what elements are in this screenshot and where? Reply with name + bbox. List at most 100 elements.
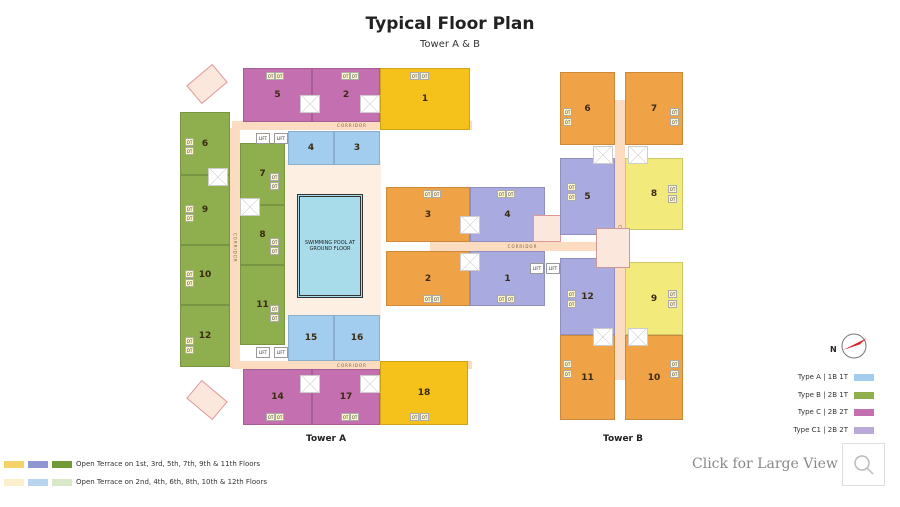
fire-stair	[186, 63, 228, 105]
unit-b9[interactable]: 9	[625, 262, 683, 335]
unit-m1[interactable]: 1	[470, 251, 545, 306]
legend-swatch	[52, 460, 72, 468]
open-terrace: OT	[266, 413, 275, 421]
open-terrace: OT	[185, 214, 194, 222]
corridor: CORRIDOR	[430, 242, 615, 251]
lift: LIFT	[274, 347, 288, 358]
unit-a15[interactable]: 15	[288, 315, 334, 361]
shaft-void	[240, 198, 260, 216]
shaft-void	[593, 146, 613, 164]
open-terrace: OT	[270, 182, 279, 190]
open-terrace: OT	[423, 190, 432, 198]
terrace-legend-item: Open Terrace on 2nd, 4th, 6th, 8th, 10th…	[4, 478, 267, 486]
legend-swatch	[52, 478, 72, 486]
open-terrace: OT	[270, 238, 279, 246]
unit-b10[interactable]: 10	[625, 335, 683, 420]
open-terrace: OT	[185, 346, 194, 354]
type-swatch	[854, 391, 874, 399]
open-terrace: OT	[266, 72, 275, 80]
open-terrace: OT	[270, 305, 279, 313]
open-terrace: OT	[567, 290, 576, 298]
open-terrace: OT	[420, 72, 429, 80]
type-label: Type A | 1B 1T	[797, 373, 848, 381]
lift: LIFT	[274, 133, 288, 144]
lift: LIFT	[256, 347, 270, 358]
open-terrace: OT	[563, 118, 572, 126]
fire-stair	[533, 215, 561, 242]
legend-label: Open Terrace on 2nd, 4th, 6th, 8th, 10th…	[76, 478, 267, 486]
open-terrace: OT	[350, 413, 359, 421]
corridor: CORRIDOR	[230, 128, 240, 368]
swimming-pool: SWIMMING POOL AT GROUND FLOOR	[297, 194, 363, 298]
shaft-void	[300, 375, 320, 393]
type-swatch	[854, 426, 874, 434]
open-terrace: OT	[670, 360, 679, 368]
type-swatch	[854, 408, 874, 416]
compass-label: N	[830, 345, 837, 354]
open-terrace: OT	[410, 413, 419, 421]
open-terrace: OT	[432, 295, 441, 303]
open-terrace: OT	[668, 300, 677, 308]
large-view-link[interactable]: Click for Large View	[692, 456, 838, 472]
open-terrace: OT	[563, 370, 572, 378]
open-terrace: OT	[185, 205, 194, 213]
open-terrace: OT	[275, 72, 284, 80]
corridor: CORRIDOR	[232, 361, 472, 369]
shaft-void	[593, 328, 613, 346]
open-terrace: OT	[670, 370, 679, 378]
shaft-void	[460, 216, 480, 234]
type-legend-item: Type C | 2B 2T	[798, 408, 874, 416]
open-terrace: OT	[185, 138, 194, 146]
open-terrace: OT	[341, 72, 350, 80]
corridor: CORRIDOR	[232, 121, 472, 130]
open-terrace: OT	[270, 314, 279, 322]
open-terrace: OT	[668, 290, 677, 298]
open-terrace: OT	[670, 118, 679, 126]
open-terrace: OT	[668, 185, 677, 193]
unit-a16[interactable]: 16	[334, 315, 380, 361]
type-label: Type C1 | 2B 2T	[793, 426, 848, 434]
type-swatch	[854, 373, 874, 381]
open-terrace: OT	[185, 279, 194, 287]
type-legend-item: Type A | 1B 1T	[798, 373, 874, 381]
terrace-legend-item: Open Terrace on 1st, 3rd, 5th, 7th, 9th …	[4, 460, 260, 468]
shaft-void	[628, 146, 648, 164]
open-terrace: OT	[567, 300, 576, 308]
refuge-area	[596, 228, 630, 268]
shaft-void	[460, 253, 480, 271]
open-terrace: OT	[567, 183, 576, 191]
unit-b8[interactable]: 8	[625, 158, 683, 230]
open-terrace: OT	[270, 173, 279, 181]
unit-a3[interactable]: 3	[334, 131, 380, 165]
open-terrace: OT	[275, 413, 284, 421]
open-terrace: OT	[432, 190, 441, 198]
search-icon	[853, 454, 874, 475]
open-terrace: OT	[270, 247, 279, 255]
legend-swatch	[28, 460, 48, 468]
open-terrace: OT	[563, 108, 572, 116]
open-terrace: OT	[497, 295, 506, 303]
lift: LIFT	[530, 263, 544, 274]
open-terrace: OT	[185, 337, 194, 345]
lift: LIFT	[256, 133, 270, 144]
open-terrace: OT	[185, 147, 194, 155]
page-title: Typical Floor Plan	[365, 14, 535, 34]
open-terrace: OT	[497, 190, 506, 198]
open-terrace: OT	[341, 413, 350, 421]
open-terrace: OT	[420, 413, 429, 421]
open-terrace: OT	[506, 190, 515, 198]
compass-icon	[840, 332, 868, 360]
open-terrace: OT	[668, 195, 677, 203]
legend-swatch	[4, 478, 24, 486]
shaft-void	[628, 328, 648, 346]
type-label: Type B | 2B 1T	[797, 391, 848, 399]
type-legend-item: Type C1 | 2B 2T	[793, 426, 874, 434]
open-terrace: OT	[567, 193, 576, 201]
type-label: Type C | 2B 2T	[797, 408, 848, 416]
unit-a12[interactable]: 12	[180, 305, 230, 367]
shaft-void	[360, 375, 380, 393]
zoom-button[interactable]	[842, 443, 885, 486]
unit-a4[interactable]: 4	[288, 131, 334, 165]
open-terrace: OT	[350, 72, 359, 80]
open-terrace: OT	[563, 360, 572, 368]
